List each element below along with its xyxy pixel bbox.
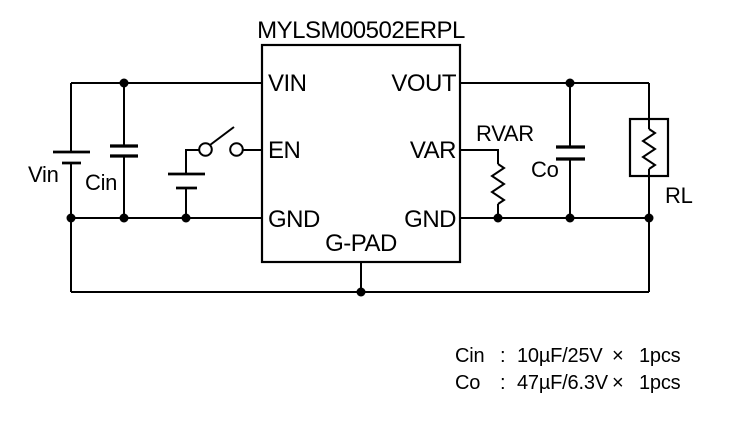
junction-dot [493, 213, 503, 223]
label-rvar: RVAR [476, 121, 534, 146]
junction-dot [565, 78, 575, 88]
en-switch-icon [198, 126, 244, 157]
rvar-resistor-icon [490, 163, 506, 205]
component-labels: Vin Cin RVAR Co RL [28, 121, 693, 208]
resistor-zigzag [641, 128, 657, 170]
pin-labels: VIN EN GND VOUT VAR GND G-PAD [268, 70, 457, 257]
note-times: × [612, 372, 624, 394]
rl-resistor-icon [628, 117, 670, 178]
note-colon: : [500, 345, 506, 367]
note-qty: 1pcs [639, 345, 681, 367]
pin-label-gpad: G-PAD [325, 230, 397, 257]
junction-dot [644, 213, 654, 223]
wire-var-to-rvar [460, 149, 499, 164]
co-capacitor-icon [556, 145, 585, 161]
label-vin-source: Vin [28, 162, 59, 187]
component-notes: Cin : 10µF/25V × 1pcs Co : 47µF/6.3V × 1… [455, 345, 681, 399]
wires [70, 82, 650, 293]
label-co: Co [531, 157, 559, 182]
junction-dot [119, 78, 129, 88]
note-times: × [612, 345, 624, 367]
junction-dot [356, 287, 366, 297]
note-qty: 1pcs [639, 372, 681, 394]
pin-label-gnd-left: GND [268, 206, 320, 233]
switch-contact [198, 142, 213, 157]
note-value: 47µF/6.3V [517, 372, 608, 394]
pin-label-en: EN [268, 137, 300, 164]
junction-dots [66, 78, 654, 297]
circuit-diagram: MYLSM00502ERPL [28, 17, 693, 297]
junction-dot [119, 213, 129, 223]
resistor-zigzag [490, 163, 506, 205]
label-rl: RL [665, 183, 693, 208]
ic-part-number: MYLSM00502ERPL [257, 17, 465, 44]
pin-label-vin: VIN [268, 70, 307, 97]
cin-capacitor-icon [110, 144, 138, 158]
note-value: 10µF/25V [517, 345, 603, 367]
pin-label-var: VAR [410, 137, 456, 164]
vin-battery-icon [53, 150, 90, 165]
note-label: Co [455, 372, 481, 394]
junction-dot [181, 213, 191, 223]
pin-label-gnd-right: GND [404, 206, 456, 233]
switch-lever [209, 126, 235, 146]
junction-dot [66, 213, 76, 223]
load-box [628, 117, 670, 178]
en-battery-icon [168, 172, 205, 190]
pin-label-vout: VOUT [391, 70, 457, 97]
junction-dot [565, 213, 575, 223]
note-label: Cin [455, 345, 485, 367]
wire-en-battery-top-lead [185, 149, 199, 174]
switch-contact [229, 142, 244, 157]
note-colon: : [500, 372, 506, 394]
label-cin: Cin [85, 170, 117, 195]
